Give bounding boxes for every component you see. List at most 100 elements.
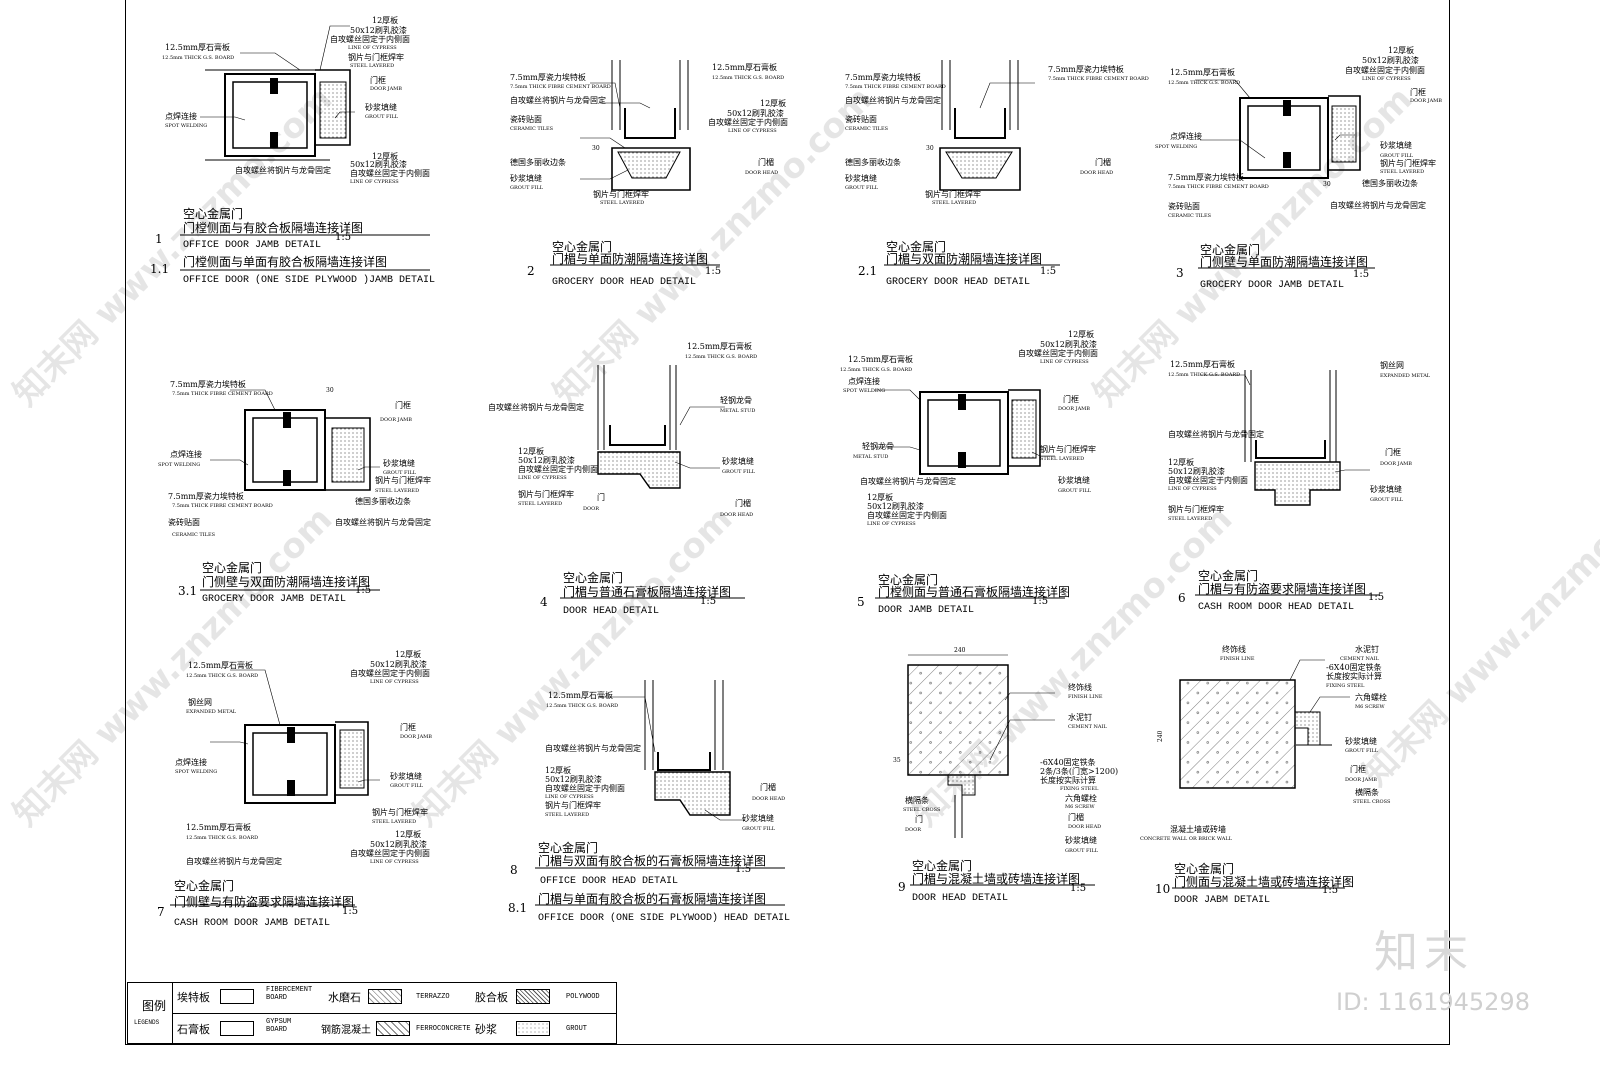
watermark-logo: 知末 [1374, 927, 1474, 978]
detail-2-1-drawing [939, 60, 1021, 191]
legend-table: 图例 LEGENDS 埃特板 FIBERCEMENT BOARD 水磨石 TER… [127, 982, 617, 1044]
detail-2-title-top: 空心金属门 [552, 239, 612, 254]
d1-board12-glue-2: 50x12刷乳胶漆 [350, 159, 407, 169]
title-underlines [170, 234, 1380, 906]
d7-spot-en: SPOT WELDING [175, 769, 217, 775]
watermark-id: ID: 1161945298 [1336, 988, 1530, 1016]
d31-grout-cn: 砂浆填缝 [383, 458, 415, 468]
d10-plate-en: FIXING STEEL [1326, 683, 1365, 689]
d8-glue: 50x12刷乳胶漆 [545, 774, 602, 784]
detail-2-1-number: 2.1 [858, 264, 877, 278]
detail-3-title-cn: 门侧壁与单面防潮隔墙连接详图 [1200, 254, 1368, 269]
d10-jamb-cn: 门框 [1350, 764, 1366, 774]
d21-fibre-cn-2: 7.5mm厚瓷力埃特板 [1048, 64, 1124, 74]
d4-head-en: DOOR HEAD [720, 512, 753, 518]
detail-4-scale: 1:5 [700, 596, 716, 607]
d8-grout-cn: 砂浆填缝 [742, 813, 774, 823]
d21-fibre-cn: 7.5mm厚瓷力埃特板 [845, 72, 921, 82]
detail-7-scale: 1:5 [342, 906, 358, 917]
d1-board12-cn-2: 12厚板 [372, 151, 398, 161]
detail-2-drawing [611, 60, 691, 191]
detail-5-title-en: DOOR JAMB DETAIL [878, 605, 974, 616]
d2-head-en: DOOR HEAD [745, 170, 778, 176]
d6-grout-cn: 砂浆填缝 [1370, 484, 1402, 494]
d3-fibre-cn: 7.5mm厚瓷力埃特板 [1168, 172, 1244, 182]
d7-gs-cn: 12.5mm厚石膏板 [188, 660, 253, 670]
d5-stud-cn: 轻钢龙骨 [862, 441, 894, 451]
detail-8-title-en: OFFICE DOOR HEAD DETAIL [540, 876, 678, 887]
d31-spot-cn: 点焊连接 [170, 449, 202, 459]
legend-item-ferroconcrete-en: FERROCONCRETE [416, 1025, 471, 1033]
d2-tile-cn: 瓷砖贴面 [510, 114, 542, 124]
d6-grout-en: GROUT FILL [1370, 497, 1404, 503]
detail-3-title-en: GROCERY DOOR JAMB DETAIL [1200, 280, 1344, 291]
detail-3-1-number: 3.1 [178, 584, 197, 598]
d8-steel: STEEL LAYERED [545, 812, 589, 818]
d4-glue: 50x12刷乳胶漆 [518, 455, 575, 465]
d5-steel: STEEL LAYERED [1040, 456, 1084, 462]
d21-steel: STEEL LAYERED [932, 200, 976, 206]
d2-screw-stud: 自攻螺丝将钢片与龙骨固定 [510, 95, 606, 105]
detail-1-title-en: OFFICE DOOR JAMB DETAIL [183, 240, 321, 251]
d9-grout-cn: 砂浆填缝 [1065, 835, 1097, 845]
d7-grout-cn: 砂浆填缝 [390, 771, 422, 781]
d9-nail-cn: 水泥钉 [1068, 712, 1092, 722]
legend-item-terrazzo-cn: 水磨石 [328, 991, 361, 1004]
d8-head-cn: 门楣 [760, 782, 776, 792]
detail-8-title-cn: 门楣与双面有胶合板的石膏板隔墙连接详图 [538, 853, 766, 868]
d21-fibre-en: 7.5mm THICK FIBRE CEMENT BOARD [845, 84, 946, 90]
detail-6-scale: 1:5 [1368, 592, 1384, 603]
detail-1-1-title-en: OFFICE DOOR (ONE SIDE PLYWOOD )JAMB DETA… [183, 274, 435, 286]
d4-stud-cn: 轻钢龙骨 [720, 395, 752, 405]
d7-cypress-2: LINE OF CYPRESS [370, 859, 419, 865]
detail-8-1-title-cn: 门楣与单面有胶合板的石膏板隔墙连接详图 [538, 891, 766, 906]
d9-finish-cn: 终饰线 [1068, 682, 1092, 692]
d9-door-en: DOOR [905, 827, 921, 833]
legend-title-en: LEGENDS [134, 1019, 160, 1026]
d4-grout-en: GROUT FILL [722, 469, 756, 475]
d31-trim: 德国多丽收边条 [355, 496, 411, 506]
detail-1-1-title-cn: 门樘侧面与单面有胶合板隔墙连接详图 [183, 254, 387, 269]
d8-gs-cn: 12.5mm厚石膏板 [548, 690, 613, 700]
d7-gs-cn-2: 12.5mm厚石膏板 [186, 822, 251, 832]
detail-6-title-top: 空心金属门 [1198, 568, 1258, 583]
detail-8-1-title-en: OFFICE DOOR (ONE SIDE PLYWOOD) HEAD DETA… [538, 912, 790, 924]
d7-board12-2: 12厚板 [395, 829, 421, 839]
detail-1-scale: 1:5 [335, 232, 351, 243]
d10-cross-en: STEEL CROSS [1353, 799, 1391, 805]
d3-jamb-en: DOOR JAMB [1410, 98, 1442, 104]
d2-fibre-cn: 7.5mm厚瓷力埃特板 [510, 72, 586, 82]
d4-door-en: DOOR [583, 506, 599, 512]
detail-titles: 1 空心金属门 门樘侧面与有胶合板隔墙连接详图 OFFICE DOOR JAMB… [150, 206, 1384, 929]
detail-4-drawing [597, 365, 681, 489]
d4-gs-cn: 12.5mm厚石膏板 [687, 341, 752, 351]
detail-9-scale: 1:5 [1070, 883, 1086, 894]
legend-item-gypsum-cn: 石膏板 [177, 1023, 210, 1036]
detail-3-drawing [1239, 95, 1361, 179]
d31-jamb-cn: 门框 [395, 400, 411, 410]
d31-tile-en: CERAMIC TILES [172, 532, 216, 538]
d3-gs-en: 12.5mm THICK G.S. BOARD [1168, 80, 1240, 86]
detail-5-drawing [919, 389, 1041, 475]
detail-4-title-top: 空心金属门 [563, 570, 623, 585]
d1-grout-cn: 砂浆填缝 [365, 102, 397, 112]
d21-tile-cn: 瓷砖贴面 [845, 114, 877, 124]
d7-mesh-cn: 钢丝网 [188, 697, 212, 707]
detail-2-title-cn: 门楣与单面防潮隔墙连接详图 [552, 251, 708, 266]
d10-screw-en: M6 SCREW [1355, 704, 1386, 710]
d10-dim-240: 240 [1157, 730, 1164, 742]
d31-grout-en: GROUT FILL [383, 470, 417, 476]
d9-plate3: 长度按实际计算 [1040, 775, 1096, 785]
d10-finish-cn: 终饰线 [1222, 644, 1246, 654]
d5-grout-en: GROUT FILL [1058, 488, 1092, 494]
d9-grout-en: GROUT FILL [1065, 848, 1099, 854]
d9-screw-en: M6 SCREW [1065, 804, 1096, 810]
d7-gs-en: 12.5mm THICK G.S. BOARD [186, 673, 258, 679]
d2-trim: 德国多丽收边条 [510, 157, 566, 167]
d4-grout-cn: 砂浆填缝 [722, 456, 754, 466]
d21-trim: 德国多丽收边条 [845, 157, 901, 167]
d9-dim-240: 240 [954, 647, 966, 654]
d3-spot-en: SPOT WELDING [1155, 144, 1197, 150]
d7-jamb-en: DOOR JAMB [400, 734, 432, 740]
d7-grout-en: GROUT FILL [390, 783, 424, 789]
